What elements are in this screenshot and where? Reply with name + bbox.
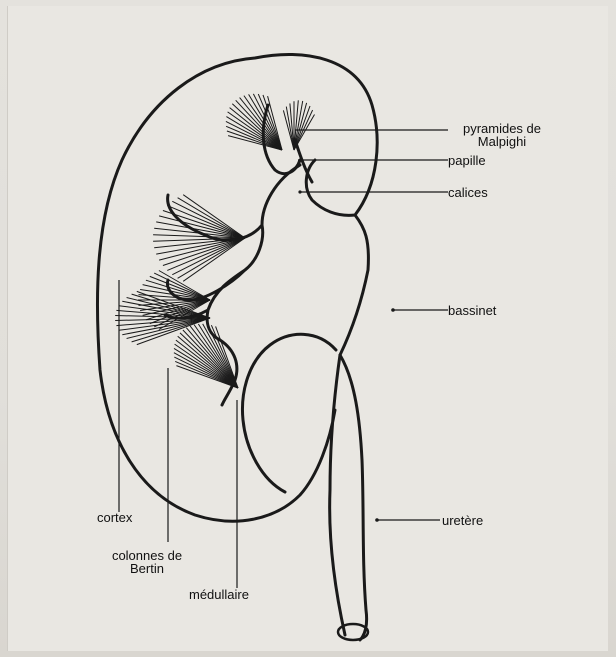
pyramid-1-stroke xyxy=(240,98,282,150)
label-bassinet: bassinet xyxy=(448,304,496,317)
label-papille: papille xyxy=(448,154,486,167)
pyramid-2-stroke xyxy=(286,107,294,150)
label-medullaire: médullaire xyxy=(189,588,249,601)
ureter-outline xyxy=(340,355,367,640)
label-colonnes-line2: Bertin xyxy=(97,562,197,575)
label-calices: calices xyxy=(448,186,488,199)
pyramids xyxy=(115,94,314,388)
leader-dots xyxy=(298,190,394,521)
label-pyramides-line2: Malpighi xyxy=(446,135,558,148)
label-colonnes: colonnes de Bertin xyxy=(97,549,197,575)
label-pyramides: pyramides de Malpighi xyxy=(446,122,558,148)
dot-uretere xyxy=(375,518,379,522)
pyramid-3-stroke xyxy=(172,238,245,275)
dot-bassinet xyxy=(391,308,395,312)
inner-loop xyxy=(242,334,336,492)
pyramid-1-stroke xyxy=(230,108,282,150)
dot-calices xyxy=(298,190,301,193)
pyramid-5-stroke xyxy=(122,318,210,335)
label-cortex: cortex xyxy=(97,511,132,524)
pyramid-3-stroke xyxy=(159,238,245,260)
pyramid-3-stroke xyxy=(172,201,245,238)
label-uretere: uretère xyxy=(442,514,483,527)
